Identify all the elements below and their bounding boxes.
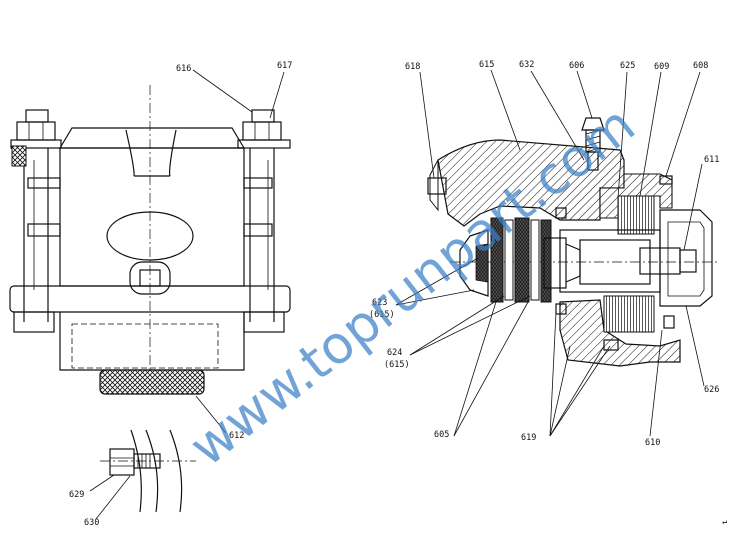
- label-624-sub: (615): [384, 360, 410, 370]
- label-623-sub: (615): [369, 310, 395, 320]
- label-626: 626: [704, 385, 719, 395]
- label-610: 610: [645, 438, 660, 448]
- left-top-bolt: [10, 109, 62, 149]
- callout-labels: 616 617 612 629 630 618 615 632 606 625 …: [69, 60, 719, 528]
- bolt-detail: [100, 429, 196, 513]
- label-605: 605: [434, 430, 449, 440]
- label-615: 615: [479, 60, 494, 70]
- label-606: 606: [569, 61, 584, 71]
- label-625: 625: [620, 61, 635, 71]
- label-623: 623: [372, 298, 387, 308]
- bleed-nipple: [581, 117, 605, 171]
- label-618: 618: [405, 62, 420, 72]
- label-608: 608: [693, 61, 708, 71]
- label-629: 629: [69, 490, 84, 500]
- label-609: 609: [654, 62, 669, 72]
- label-617: 617: [277, 61, 292, 71]
- caliper-front-view: [9, 85, 291, 395]
- label-630: 630: [84, 518, 99, 528]
- caliper-section-view: [427, 117, 720, 367]
- label-624: 624: [387, 348, 402, 358]
- label-632: 632: [519, 60, 534, 70]
- return-mark: ↵: [722, 517, 727, 527]
- label-619: 619: [521, 433, 536, 443]
- label-611: 611: [704, 155, 719, 165]
- right-top-bolt: [237, 109, 291, 149]
- label-616: 616: [176, 64, 191, 74]
- leader-lines: [89, 69, 705, 520]
- label-612: 612: [229, 431, 244, 441]
